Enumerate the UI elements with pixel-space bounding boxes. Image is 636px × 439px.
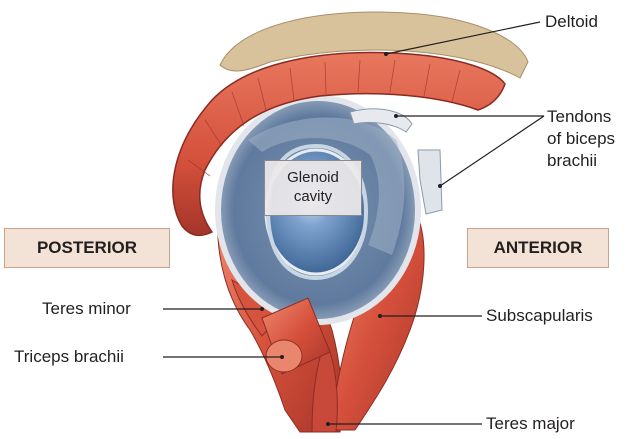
label-tendons-line3: brachii [547,151,597,171]
label-glenoid-line1: Glenoid [265,168,361,187]
label-glenoid-line2: cavity [265,187,361,206]
label-tendons-line1: Tendons [547,107,611,127]
label-subscapularis: Subscapularis [486,306,593,326]
label-deltoid: Deltoid [545,12,598,32]
label-teres-minor: Teres minor [42,299,131,319]
posterior-orientation-box: POSTERIOR [4,228,170,268]
label-triceps-brachii: Triceps brachii [14,347,124,367]
label-tendons-line2: of biceps [547,129,615,149]
biceps-tendon-short-head [418,150,442,214]
label-teres-major: Teres major [486,414,575,434]
glenoid-cavity-label-box: Glenoid cavity [264,160,362,216]
anterior-orientation-box: ANTERIOR [467,228,609,268]
